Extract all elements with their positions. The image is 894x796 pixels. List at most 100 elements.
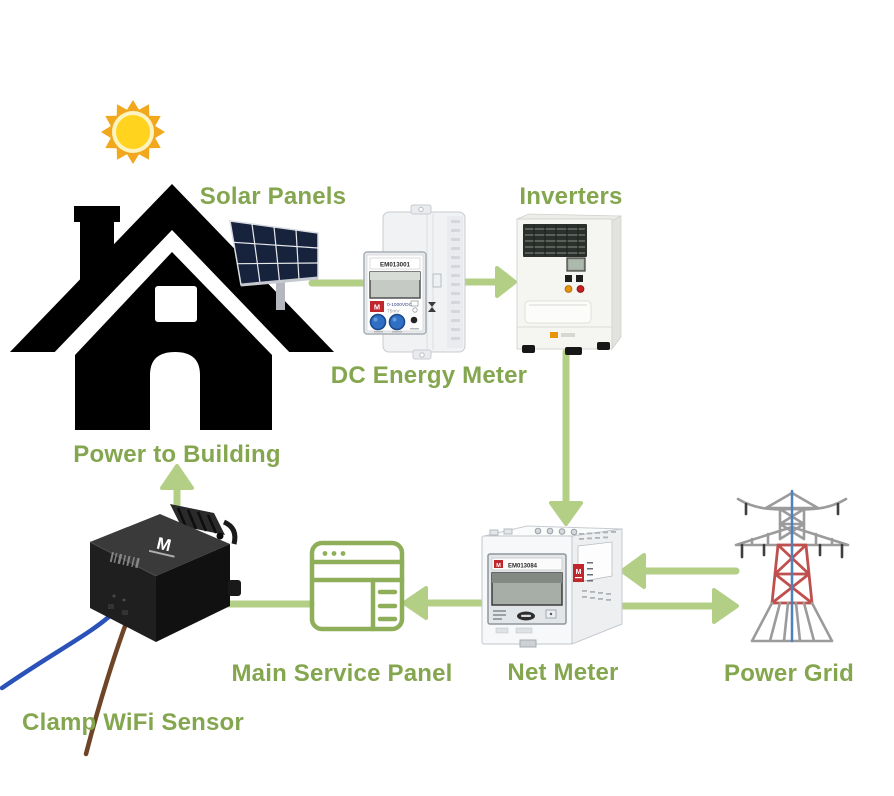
- panel-dot3: [340, 551, 346, 556]
- panel-frame: [240, 276, 319, 287]
- inverter-vent-dividers: [533, 225, 579, 256]
- panel-frame: [309, 540, 405, 632]
- net-meter-text-mark3: [493, 618, 502, 620]
- clamp-jaw-ridges: [176, 507, 218, 534]
- label-clamp-wifi-sensor: Clamp WiFi Sensor: [22, 709, 244, 736]
- dc-meter-button-right-glare: [392, 317, 397, 322]
- net-meter-ir-slot: [521, 614, 531, 617]
- dc-meter-logo-box: [370, 301, 384, 312]
- inverter-side-face: [611, 215, 622, 351]
- clamp-edge-highlight: [89, 541, 157, 577]
- label-main-service-panel: Main Service Panel: [231, 660, 453, 687]
- clamp-wire-brown: [83, 615, 131, 757]
- net-meter-side-logo-line: [575, 577, 582, 579]
- clamp-jaw: [170, 504, 225, 535]
- net-meter-text-mark1: [493, 610, 506, 612]
- clamp-side-connector: [228, 580, 241, 596]
- clamp-logo-underline: [148, 549, 175, 558]
- dc-meter-cert-circle: [412, 307, 418, 313]
- dc-meter-label-strip: [369, 257, 421, 270]
- arrowhead-to-grid: [712, 588, 739, 624]
- panel-grid: [233, 223, 319, 284]
- net-meter-logo-m: M: [496, 563, 501, 569]
- sun-core: [116, 115, 150, 149]
- panel-dot2: [331, 551, 337, 556]
- net-meter-text-mark2: [493, 614, 506, 616]
- net-meter-side-terminals-top: [579, 531, 616, 540]
- net-meter-top-screws: [489, 527, 578, 536]
- dc-meter-button-left-glare: [373, 317, 378, 322]
- arrowhead-to-netmeter-right: [620, 553, 646, 589]
- dc-meter-btn-mark2: [392, 331, 402, 333]
- dc-meter-small-button: [410, 316, 418, 324]
- net-meter-din-clip: [519, 639, 537, 648]
- panel-post: [276, 282, 285, 310]
- clamp-hook: [222, 519, 238, 545]
- label-net-meter: Net Meter: [507, 659, 619, 686]
- clamp-wire-blue: [0, 609, 117, 691]
- net-meter-side-text-marks: [587, 562, 593, 582]
- main-service-panel-icon: [309, 540, 405, 632]
- dc-meter-btn-mark3: [410, 328, 419, 330]
- dc-energy-meter-device: EM013001 M 0-1000VDC 75mV: [363, 204, 466, 360]
- label-power-to-building: Power to Building: [73, 441, 281, 468]
- inverter-warn-label: [550, 332, 558, 338]
- net-meter-port-dot: [549, 612, 553, 616]
- clamp-front-face: [90, 542, 156, 642]
- panel-breaker-rows: [377, 589, 398, 622]
- tower-top-insulators: [744, 502, 840, 516]
- dc-meter-model-text: EM013001: [380, 262, 410, 269]
- dc-meter-side-window: [432, 273, 442, 288]
- house-icon: [10, 184, 334, 430]
- inverter-device: [516, 213, 623, 355]
- dc-meter-range-text: 0-1000VDC: [387, 302, 413, 308]
- net-meter-bottom-mark2: [515, 627, 533, 634]
- dc-meter-shunt-text: 75mV: [387, 309, 400, 315]
- tower-legs: [750, 601, 834, 643]
- clamp-screw2: [122, 598, 126, 602]
- clamp-top-face: [90, 514, 230, 576]
- inverter-lcd-glare: [569, 260, 583, 269]
- sun-icon: [101, 100, 165, 164]
- inverter-switch-left: [565, 275, 572, 282]
- dc-meter-terminal-marks: [451, 220, 460, 340]
- inverter-vent-slats: [525, 228, 585, 254]
- clamp-screw1: [112, 594, 116, 598]
- clamp-wifi-sensor-device: M: [0, 504, 241, 757]
- house-window: [155, 286, 197, 322]
- clamp-barcode: [109, 552, 140, 569]
- label-power-grid: Power Grid: [723, 660, 855, 687]
- dc-meter-button-left: [369, 313, 387, 331]
- clamp-logo-m: M: [155, 534, 173, 556]
- house-body: [75, 252, 272, 430]
- net-meter-side-logo-m: M: [576, 569, 582, 576]
- arrowhead-to-panel: [402, 586, 428, 620]
- inverter-lower-vent: [524, 300, 592, 324]
- net-meter-label-strip: [491, 557, 563, 571]
- label-dc-energy-meter: DC Energy Meter: [330, 362, 528, 389]
- panel-dot1: [322, 551, 328, 556]
- inverter-foot-mid: [565, 347, 582, 355]
- net-meter-model-text: EM013084: [508, 564, 538, 570]
- label-solar-panels: Solar Panels: [199, 183, 347, 210]
- dc-meter-top-hole: [418, 206, 424, 213]
- tower-second-insulators: [740, 543, 844, 559]
- dc-meter-button-right: [388, 313, 406, 331]
- dc-meter-logo-m: M: [374, 303, 380, 312]
- dc-meter-bottom-hole: [419, 352, 425, 358]
- inverter-button-red: [576, 285, 585, 293]
- arrowhead-to-building: [160, 464, 194, 490]
- arrowhead-to-inverter: [495, 266, 517, 298]
- house-door: [150, 352, 200, 430]
- label-inverters: Inverters: [519, 183, 623, 210]
- clamp-right-face: [156, 544, 230, 642]
- net-meter-side-logo-box: [573, 564, 584, 582]
- dc-meter-cert-mark: [410, 300, 419, 307]
- flow-connections: [160, 266, 740, 624]
- inverter-foot-left: [522, 345, 535, 353]
- clamp-logo: M: [148, 534, 175, 558]
- dc-meter-btn-mark1: [374, 331, 383, 333]
- inverter-button-orange: [564, 285, 573, 293]
